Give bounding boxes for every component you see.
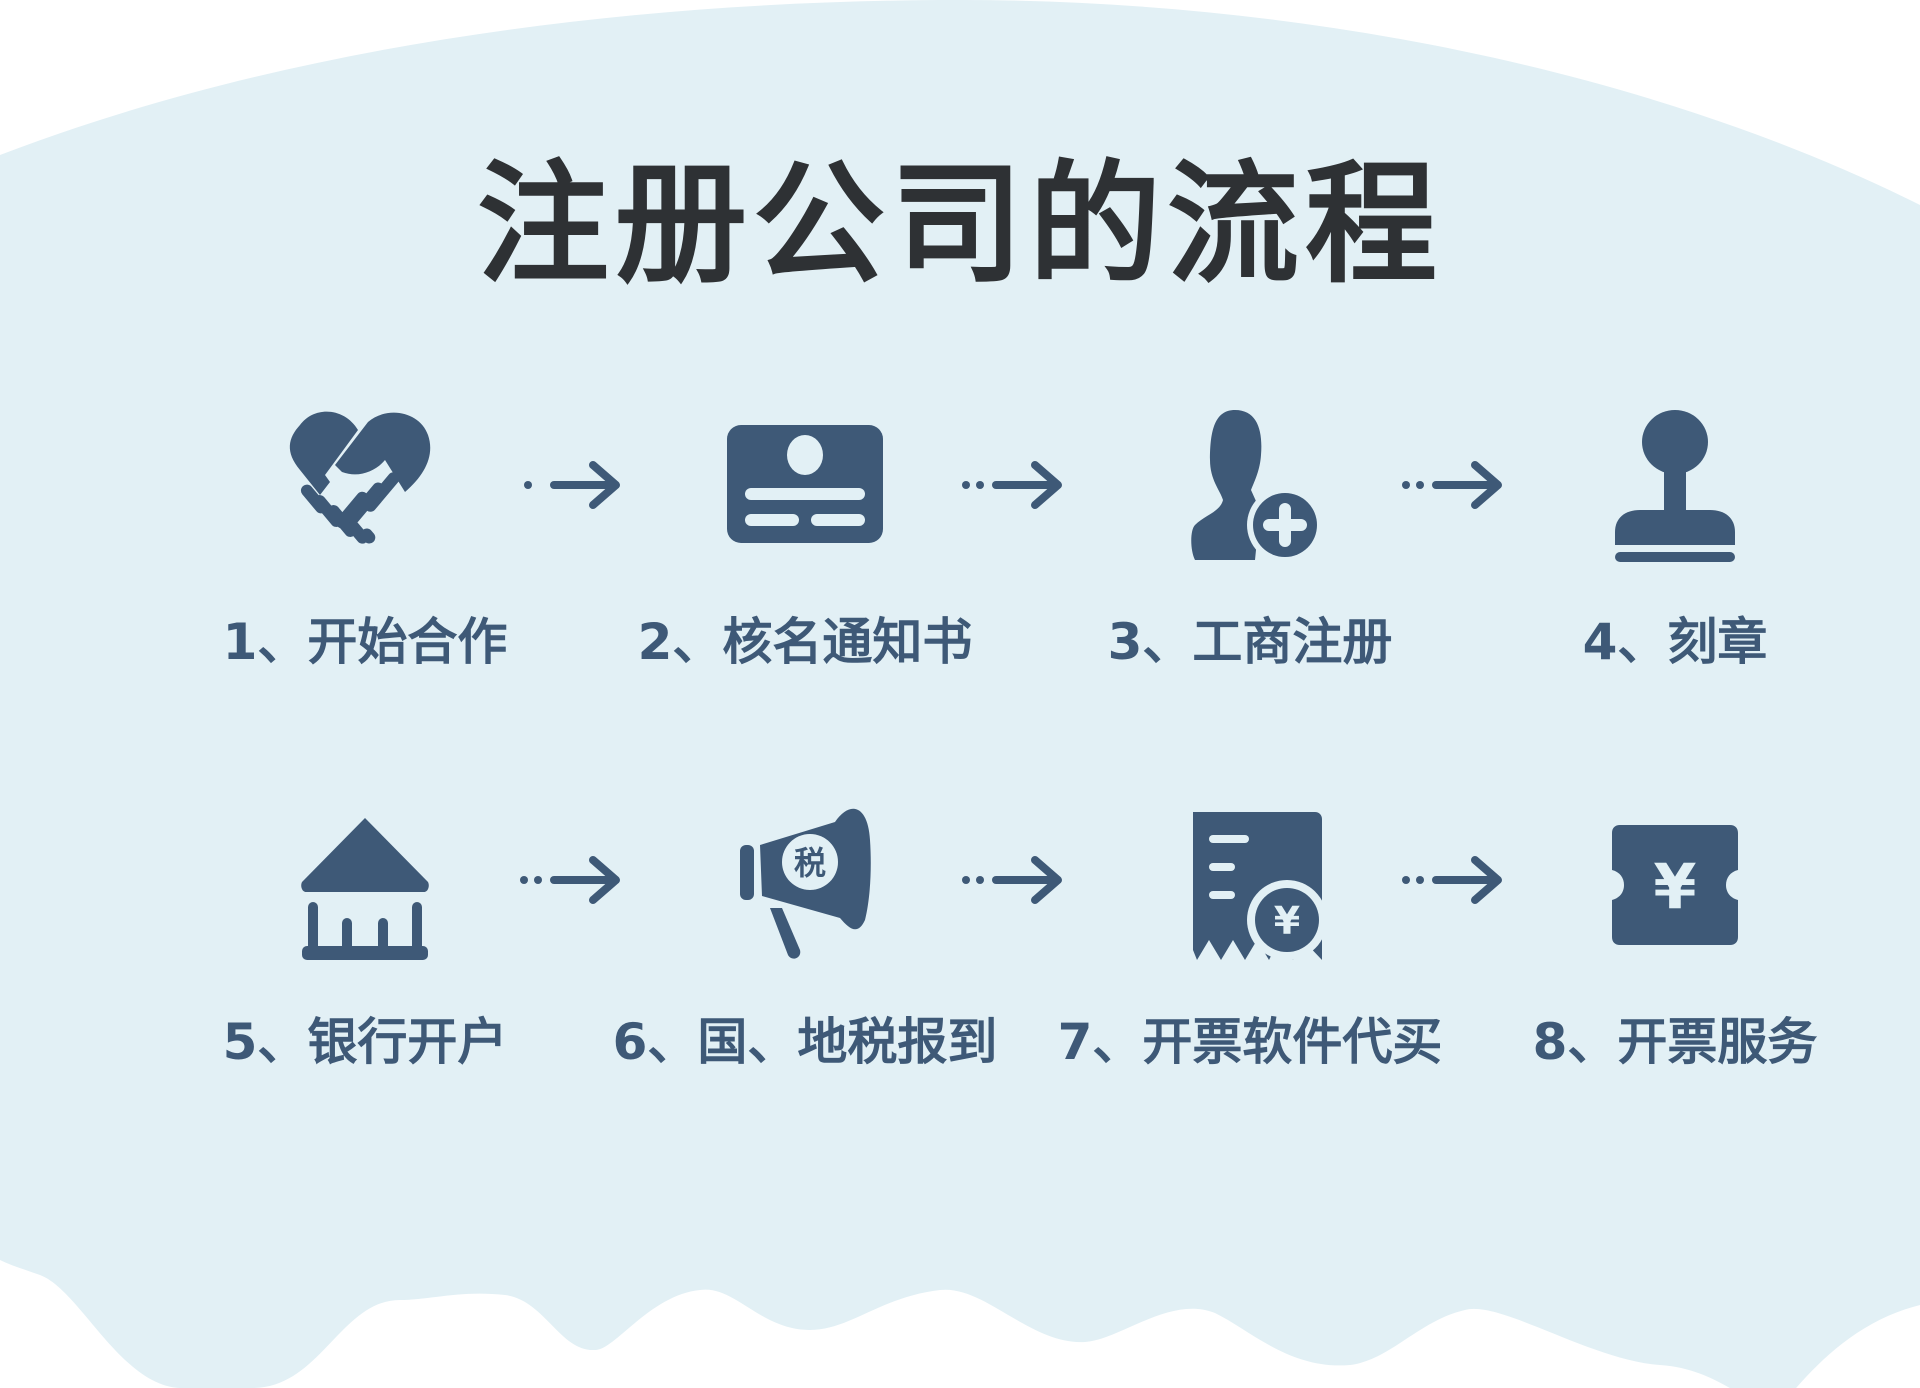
dotted-arrow-right-icon (962, 856, 1062, 904)
megaphone-tax-icon: 税 (740, 808, 871, 959)
receipt-yuan-icon: ¥ (1193, 812, 1327, 960)
step-label: 3、工商注册 (1107, 613, 1393, 671)
step-4: 4、刻章 (1465, 400, 1885, 672)
dotted-arrow-right-icon (524, 461, 620, 509)
yuan-glyph: ¥ (1653, 850, 1696, 923)
dotted-arrow-right-icon (1402, 856, 1502, 904)
step-label: 6、国、地税报到 (612, 1013, 998, 1071)
step-label: 1、开始合作 (222, 613, 508, 671)
step-label: 5、银行开户 (222, 1013, 508, 1071)
handshake-heart-icon (289, 411, 431, 544)
step-label: 8、开票服务 (1532, 1013, 1818, 1071)
step-2: 2、核名通知书 (595, 400, 1015, 672)
step-8: ¥ 8、开票服务 (1465, 800, 1885, 1072)
yuan-ticket-icon: ¥ (1612, 825, 1738, 945)
yuan-glyph: ¥ (1274, 899, 1300, 943)
step-1: 1、开始合作 (155, 400, 575, 672)
step-7: ¥ 7、开票软件代买 (1040, 800, 1460, 1072)
step-6: 税 6、国、地税报到 (595, 800, 1015, 1072)
step-5: 5、银行开户 (155, 800, 575, 1072)
page-title: 注册公司的流程 (477, 148, 1443, 302)
tax-glyph: 税 (794, 844, 826, 882)
stamp-icon (1615, 410, 1735, 562)
dotted-arrow-right-icon (520, 856, 620, 904)
dotted-arrow-right-icon (1402, 461, 1502, 509)
dotted-arrow-right-icon (962, 461, 1062, 509)
id-card-icon (727, 425, 883, 543)
step-3: 3、工商注册 (1040, 400, 1460, 672)
user-add-icon (1191, 410, 1323, 563)
bank-icon (301, 818, 429, 960)
step-label: 7、开票软件代买 (1057, 1013, 1443, 1071)
step-label: 4、刻章 (1582, 613, 1768, 671)
step-label: 2、核名通知书 (637, 613, 973, 671)
